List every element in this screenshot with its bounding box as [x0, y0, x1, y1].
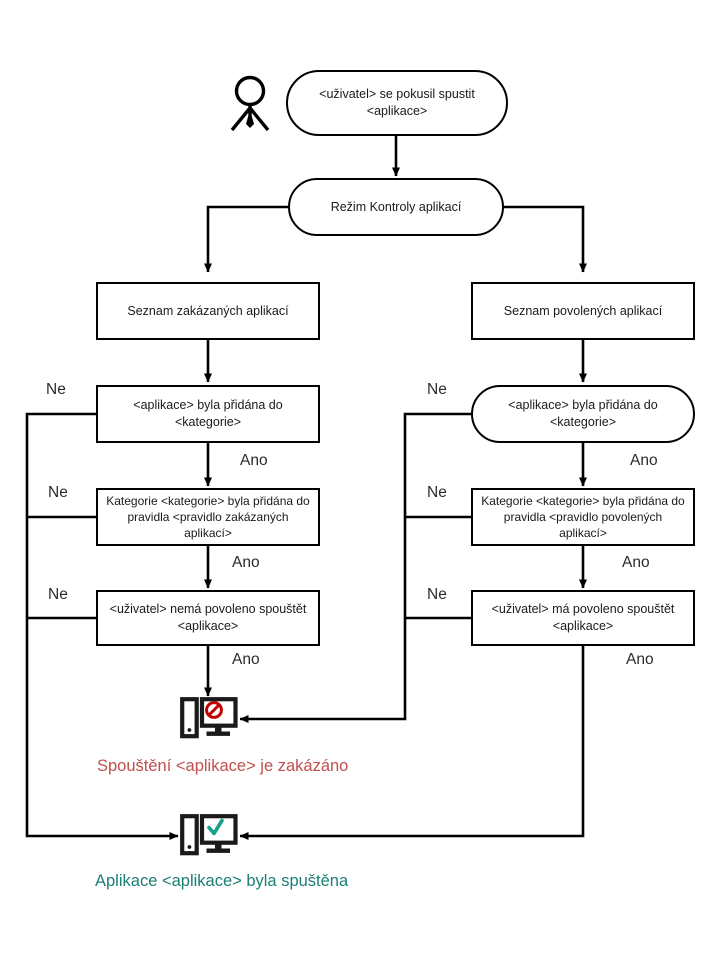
allowed-outcome-caption: Aplikace <aplikace> byla spuštěna: [95, 872, 349, 890]
node-deny-question-3-text: <uživatel> nemá povoleno spouštět <aplik…: [109, 602, 307, 633]
edge-label-allow-no-2: Ne: [427, 484, 447, 501]
node-mode: Režim Kontroly aplikací: [288, 178, 504, 236]
node-start: <uživatel> se pokusil spustit <aplikace>: [286, 70, 508, 136]
user-actor-icon: [222, 72, 278, 136]
edge-label-allow-yes-1: Ano: [630, 452, 658, 469]
denied-outcome-caption: Spouštění <aplikace> je zakázáno: [97, 757, 349, 775]
node-denylist: Seznam zakázaných aplikací: [96, 282, 320, 340]
node-deny-question-3: <uživatel> nemá povoleno spouštět <aplik…: [96, 590, 320, 646]
node-mode-text: Režim Kontroly aplikací: [330, 199, 462, 214]
node-deny-question-1-text: <aplikace> byla přidána do <kategorie>: [133, 398, 283, 429]
node-allow-question-2-text: Kategorie <kategorie> byla přidána do pr…: [481, 493, 685, 541]
edge-label-allow-no-3: Ne: [427, 586, 447, 603]
node-deny-question-1: <aplikace> byla přidána do <kategorie>: [96, 385, 320, 443]
node-allowlist-text: Seznam povolených aplikací: [503, 303, 663, 318]
edge-label-deny-yes-2: Ano: [232, 554, 260, 571]
edge-label-allow-no-1: Ne: [427, 381, 447, 398]
monitor-check-icon: [180, 814, 238, 860]
edge-allow-q3-yes: [239, 645, 585, 840]
edge-label-deny-no-1: Ne: [46, 381, 66, 398]
node-deny-question-2: Kategorie <kategorie> byla přidána do pr…: [96, 488, 320, 546]
edge-mode-to-denylist: [204, 205, 288, 273]
node-allowlist: Seznam povolených aplikací: [471, 282, 695, 340]
edge-label-deny-yes-3: Ano: [232, 651, 260, 668]
edge-mode-to-allowlist: [504, 205, 587, 273]
edge-label-deny-no-2: Ne: [48, 484, 68, 501]
node-allow-question-2: Kategorie <kategorie> byla přidána do pr…: [471, 488, 695, 546]
edge-label-deny-yes-1: Ano: [240, 452, 268, 469]
node-deny-question-2-text: Kategorie <kategorie> byla přidána do pr…: [106, 493, 310, 541]
node-start-text: <uživatel> se pokusil spustit <aplikace>: [319, 87, 475, 118]
edge-label-deny-no-3: Ne: [48, 586, 68, 603]
node-allow-question-3: <uživatel> má povoleno spouštět <aplikac…: [471, 590, 695, 646]
monitor-blocked-icon: [180, 697, 238, 743]
node-allow-question-3-text: <uživatel> má povoleno spouštět <aplikac…: [491, 602, 675, 633]
edge-allow-q1-no: [239, 412, 471, 723]
node-denylist-text: Seznam zakázaných aplikací: [127, 303, 289, 318]
node-allow-question-1-text: <aplikace> byla přidána do <kategorie>: [508, 398, 658, 429]
node-allow-question-1: <aplikace> byla přidána do <kategorie>: [471, 385, 695, 443]
edge-label-allow-yes-3: Ano: [626, 651, 654, 668]
edge-label-allow-yes-2: Ano: [622, 554, 650, 571]
